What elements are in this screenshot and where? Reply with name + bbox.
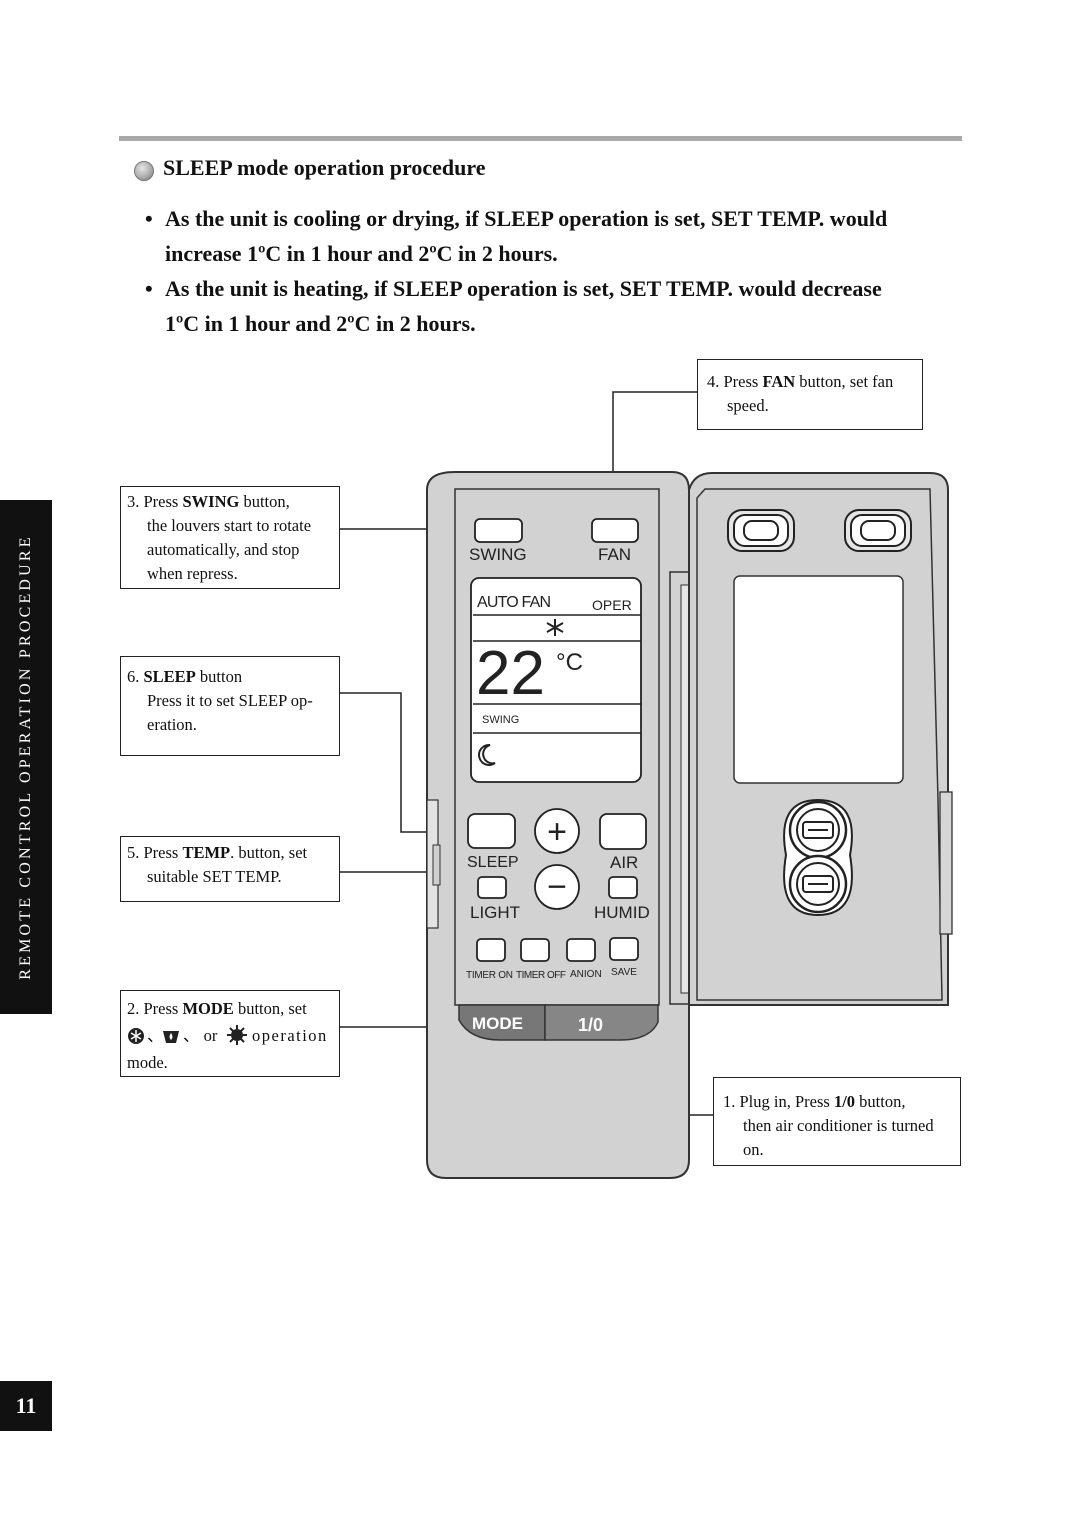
air-button[interactable] [599,813,647,850]
bullet-2-line-2: 1ºC in 1 hour and 2ºC in 2 hours. [165,311,476,336]
callout-sleep: 6. SLEEP button Press it to set SLEEP op… [120,656,340,756]
bullet-2-line-1: As the unit is heating, if SLEEP operati… [165,276,882,301]
light-label: LIGHT [470,903,520,922]
lcd-display [470,577,642,783]
mode-label: MODE [472,1014,523,1033]
air-label: AIR [610,853,638,872]
power-label: 1/0 [578,1015,603,1035]
timer-on-button[interactable] [476,938,506,962]
sleep-label: SLEEP [467,854,519,871]
fan-label: FAN [598,545,631,564]
lcd-temperature: 22 [476,639,545,708]
callout-swing: 3. Press SWING button, the louvers start… [120,486,340,589]
heading-bullet-icon [134,161,154,181]
lcd-swing: SWING [482,714,519,726]
callout-temp: 5. Press TEMP. button, set suitable SET … [120,836,340,902]
callout-fan: 4. Press FAN button, set fan speed. [697,359,923,430]
cover-button-left-icon [727,509,795,552]
light-button[interactable] [477,876,507,899]
cover-temp-buttons-icon [783,798,853,917]
temp-up-button[interactable] [534,808,580,854]
timer-on-label: TIMER ON [466,970,513,981]
lcd-unit: °C [556,649,583,676]
lcd-auto-fan: AUTO FAN [477,594,551,611]
save-button[interactable] [609,937,639,961]
mode-button[interactable] [458,1004,546,1041]
anion-label: ANION [570,969,602,980]
power-button[interactable] [544,1004,659,1041]
lcd-oper: OPER [592,597,632,613]
callout-power: 1. Plug in, Press 1/0 button, then air c… [713,1077,961,1166]
dry-mode-icon [161,1026,181,1044]
sleep-moon-icon [478,743,496,766]
bullet-dot-icon: • [145,206,153,231]
mode-sep-2: 、 or [183,1026,218,1045]
section-sidebar [0,500,52,1014]
top-rule [119,136,962,141]
cover-button-right-icon [844,509,912,552]
cool-mode-icon [127,1026,145,1044]
timer-off-label: TIMER OFF [516,970,566,981]
temp-down-button[interactable] [534,864,580,910]
remote-side-notch [432,844,441,886]
timer-off-button[interactable] [520,938,550,962]
swing-label: SWING [469,545,527,564]
hinge-inner [680,584,690,994]
sidebar-label: REMOTE CONTROL OPERATION PROCEDURE [17,534,34,980]
humid-label: HUMID [594,903,650,922]
cover-latch [939,791,953,935]
minus-icon: − [547,868,567,906]
bullet-dot-icon: • [145,276,153,301]
page-number: 11 [0,1381,52,1431]
section-heading: SLEEP mode operation procedure [163,155,486,180]
heat-mode-icon [227,1025,247,1045]
anion-button[interactable] [566,938,596,962]
swing-button[interactable] [474,518,523,543]
plus-icon: + [547,813,567,851]
bullet-1-line-1: As the unit is cooling or drying, if SLE… [165,206,888,231]
cool-snowflake-icon [546,619,564,636]
save-label: SAVE [611,967,637,978]
humid-button[interactable] [608,876,638,899]
mode-operation-word: operation [252,1026,328,1045]
fan-button[interactable] [591,518,639,543]
mode-sep-1: 、 [147,1026,164,1045]
sleep-button[interactable] [467,813,516,849]
callout-mode: 2. Press MODE button, set 、 、 or operati… [120,990,340,1077]
bullet-1-line-2: increase 1ºC in 1 hour and 2ºC in 2 hour… [165,241,558,266]
cover-window [733,575,904,784]
